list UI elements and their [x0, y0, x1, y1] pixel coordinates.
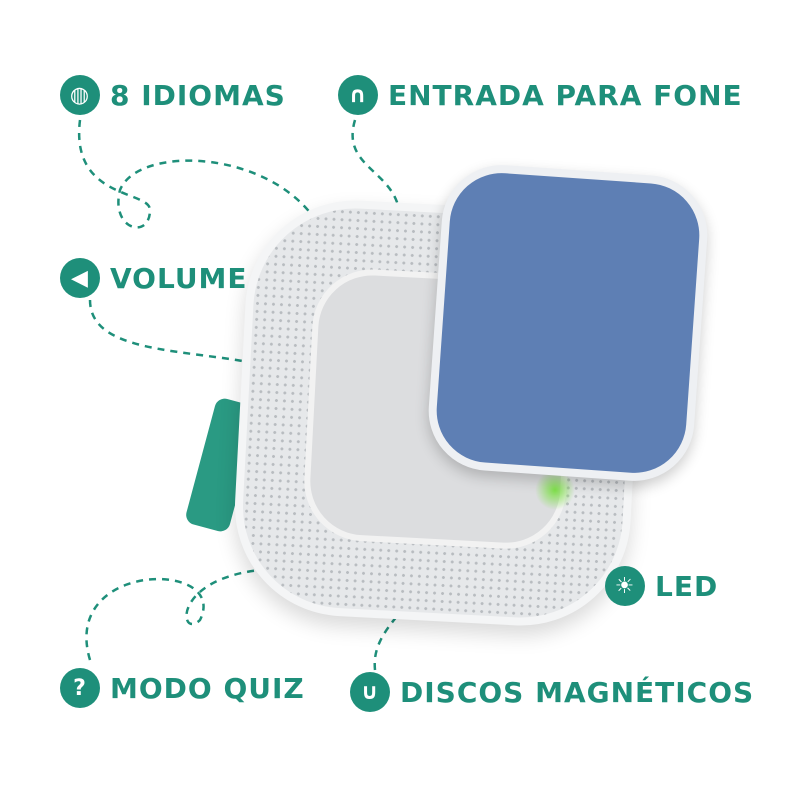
- feature-label: ENTRADA PARA FONE: [388, 78, 743, 112]
- question-icon: ?: [60, 668, 100, 708]
- feature-label: LED: [655, 569, 719, 603]
- feature-headphone-jack: ∩ ENTRADA PARA FONE: [338, 75, 743, 115]
- magnet-icon: ∪: [350, 672, 390, 712]
- feature-label: 8 IDIOMAS: [110, 78, 286, 112]
- feature-volume: ◀ VOLUME: [60, 258, 248, 298]
- feature-label: VOLUME: [110, 261, 248, 295]
- magnetic-story-disc: [424, 161, 712, 485]
- feature-label: DISCOS MAGNÉTICOS: [400, 675, 755, 709]
- led-light: [535, 470, 575, 510]
- speaker-icon: ◀: [60, 258, 100, 298]
- feature-magnetic-discs: ∪ DISCOS MAGNÉTICOS: [350, 672, 754, 712]
- headphones-icon: ∩: [338, 75, 378, 115]
- globe-icon: ◍: [60, 75, 100, 115]
- feature-led: ☀ LED: [605, 566, 718, 606]
- feature-label: MODO QUIZ: [110, 671, 305, 705]
- light-bulb-icon: ☀: [605, 566, 645, 606]
- feature-languages: ◍ 8 IDIOMAS: [60, 75, 286, 115]
- feature-quiz-mode: ? MODO QUIZ: [60, 668, 305, 708]
